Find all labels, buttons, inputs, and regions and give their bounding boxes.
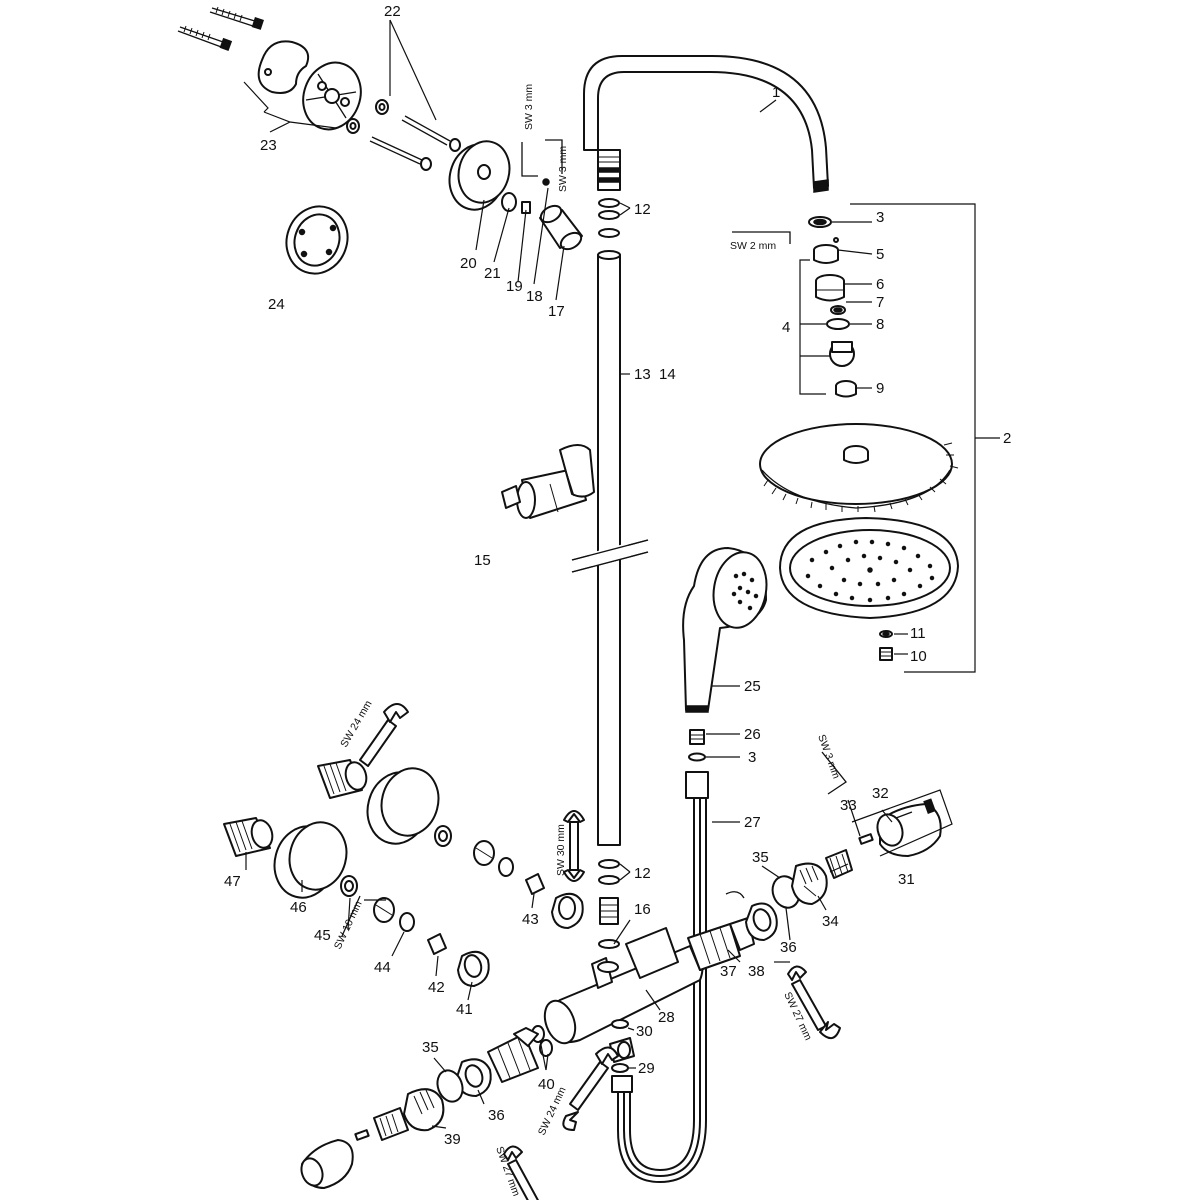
spray-holes: [805, 539, 935, 603]
o-ring: [399, 912, 415, 932]
tool-label-sw30: SW 30 mm: [555, 824, 567, 876]
callout-23: 23: [260, 137, 277, 154]
callout-11: 11: [910, 625, 926, 642]
tool-label-sw3-top-left: SW 3 mm: [523, 84, 535, 130]
hand-shower: [682, 547, 768, 713]
pipe-holder-sleeve: [539, 204, 583, 251]
callout-44: 44: [374, 959, 391, 976]
callout-8: 8: [876, 316, 884, 333]
tool-label-sw3-top-right: SW 3 mm: [557, 146, 569, 192]
connection-parts-group: [223, 759, 584, 987]
callout-1: 1: [772, 84, 780, 101]
callout-42: 42: [428, 979, 445, 996]
callout-28: 28: [658, 1009, 675, 1026]
callout-43: 43: [522, 911, 539, 928]
wall-plate: [285, 205, 349, 275]
callout-2: 2: [1003, 430, 1011, 447]
callout-7: 7: [876, 294, 884, 311]
callout-10: 10: [910, 648, 927, 665]
callout-31: 31: [898, 871, 915, 888]
allen-key: [732, 231, 791, 244]
callout-4: 4: [782, 319, 790, 336]
callout-38: 38: [748, 963, 765, 980]
tool-label-sw3-right: SW 3 mm: [815, 733, 842, 781]
wall-plug-screws: [177, 6, 264, 52]
wrench-sw24-lower: [562, 1046, 619, 1131]
callout-36-left: 36: [488, 1107, 505, 1124]
callout-21: 21: [484, 265, 501, 282]
callout-3-bottom: 3: [748, 749, 756, 766]
callout-45: 45: [314, 927, 331, 944]
callout-40: 40: [538, 1076, 555, 1093]
callout-25: 25: [744, 678, 761, 695]
callout-18: 18: [526, 288, 543, 305]
tool-label-sw10: SW 10 mm: [332, 899, 365, 951]
wrench-sw24-upper: [359, 703, 409, 767]
wrench-sw27-left: [503, 1145, 539, 1200]
o-ring: [501, 192, 517, 212]
callout-46: 46: [290, 899, 307, 916]
callout-12-top: 12: [634, 201, 651, 218]
allen-key: [821, 751, 847, 795]
wrench-sw27-right: [787, 965, 841, 1039]
shower-pipe: [571, 55, 829, 949]
callout-20: 20: [460, 255, 477, 272]
callout-3-top: 3: [876, 209, 884, 226]
callout-41: 41: [456, 1001, 473, 1018]
callout-labels: 1 2 3 3 4 5 6 7 8 9 10 11 12 12 13 14 15…: [224, 3, 1011, 1148]
callout-5: 5: [876, 246, 884, 263]
o-ring: [498, 857, 514, 877]
callout-6: 6: [876, 276, 884, 293]
callout-9: 9: [876, 380, 884, 397]
mounting-template-plate: [257, 40, 310, 94]
callout-35-right: 35: [752, 849, 769, 866]
callout-32: 32: [872, 785, 889, 802]
callout-37: 37: [720, 963, 737, 980]
wrench-sw30: [563, 810, 585, 882]
callout-35-left: 35: [422, 1039, 439, 1056]
allen-key: [545, 139, 563, 174]
callout-27: 27: [744, 814, 761, 831]
wall-rosette: [448, 140, 511, 211]
callout-47: 47: [224, 873, 241, 890]
callout-22: 22: [384, 3, 401, 20]
tool-label-sw2: SW 2 mm: [730, 240, 776, 252]
washer: [611, 1019, 629, 1029]
callout-26: 26: [744, 726, 761, 743]
overhead-shower-group: [732, 203, 976, 673]
knob-teeth: [799, 865, 819, 897]
callout-12-bottom: 12: [634, 865, 651, 882]
callout-13-14: 13 14: [634, 366, 676, 383]
washer: [688, 752, 706, 762]
callout-19: 19: [506, 278, 523, 295]
leader-lines: [243, 19, 1000, 1129]
callout-24: 24: [268, 296, 285, 313]
hand-shower-slider: [501, 444, 595, 519]
mounting-screws: [369, 115, 461, 171]
callout-39: 39: [444, 1131, 461, 1148]
callout-33: 33: [840, 797, 857, 814]
callout-36-right: 36: [780, 939, 797, 956]
allen-key: [521, 142, 538, 177]
mounting-bracket: [302, 61, 362, 131]
spray-face: [731, 571, 759, 611]
hose-connector: [689, 729, 705, 745]
callout-34: 34: [822, 913, 839, 930]
tool-label-sw24-upper: SW 24 mm: [338, 698, 374, 749]
callout-16: 16: [634, 901, 651, 918]
callout-15: 15: [474, 552, 491, 569]
wall-mount-group: [177, 6, 583, 275]
callout-17: 17: [548, 303, 565, 320]
allen-key: [341, 895, 386, 937]
left-cartridge-group: [300, 1025, 553, 1189]
callout-30: 30: [636, 1023, 653, 1040]
callout-29: 29: [638, 1060, 655, 1077]
nozzle-fringe: [763, 442, 959, 513]
right-cartridge-group: [687, 751, 953, 971]
